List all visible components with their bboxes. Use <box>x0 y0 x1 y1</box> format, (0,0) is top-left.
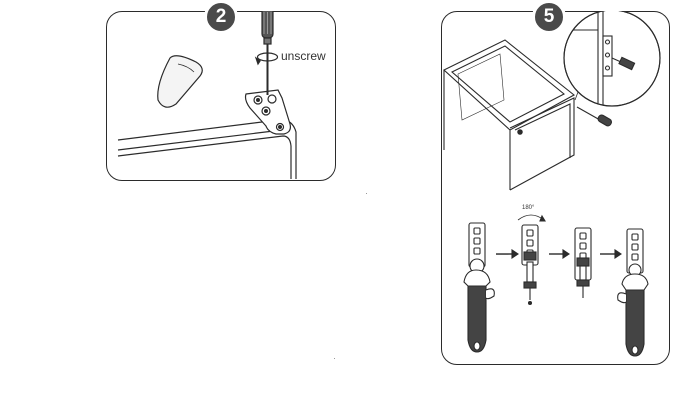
rotation-label: 180° <box>522 205 535 211</box>
arrow-right-icon <box>600 248 622 260</box>
screwdriver-icon <box>261 11 274 95</box>
hinge-cover <box>157 55 203 108</box>
screwdriver-icon <box>576 106 613 127</box>
hinge-plate-icon <box>244 89 291 135</box>
wrench-icon <box>617 228 649 357</box>
unscrew-label: unscrew <box>281 49 326 63</box>
wrench-icon <box>463 222 495 353</box>
arrow-right-icon <box>496 248 519 260</box>
arrow-right-icon <box>549 248 570 260</box>
hinge-detail-zoom <box>564 11 636 106</box>
rotate-arrow-icon <box>254 52 279 66</box>
hinge-pin-assembly <box>574 227 592 298</box>
speck <box>366 193 367 194</box>
step-number-badge: 5 <box>532 0 566 34</box>
speck <box>334 358 335 359</box>
step-number-badge: 2 <box>204 0 238 34</box>
hinge-pin-assembly <box>517 214 546 306</box>
fridge-body <box>443 39 575 191</box>
